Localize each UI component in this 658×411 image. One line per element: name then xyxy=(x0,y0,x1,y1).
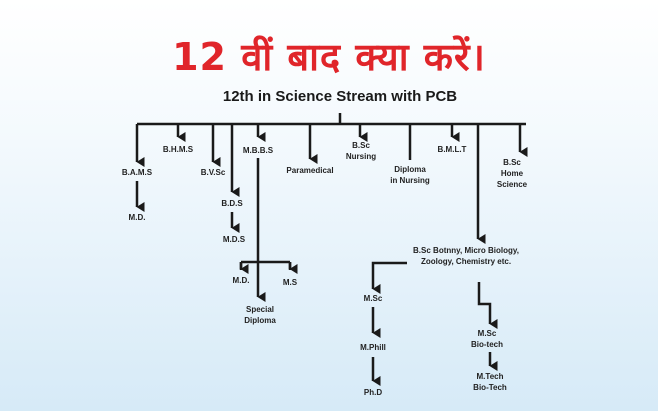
label-line: Diploma xyxy=(394,165,426,174)
label-line: in Nursing xyxy=(390,176,430,185)
node-diploma-nursing: Diploma in Nursing xyxy=(390,164,430,186)
node-bams: B.A.M.S xyxy=(121,168,153,177)
node-bds: B.D.S xyxy=(221,199,243,208)
node-phd: Ph.D xyxy=(363,388,383,397)
label-line: Bio-tech xyxy=(471,340,503,349)
node-mbbs: M.B.B.S xyxy=(242,146,274,155)
label-line: B.Sc xyxy=(352,141,370,150)
label-line: M.Tech xyxy=(476,372,504,381)
label-line: Diploma xyxy=(244,316,276,325)
node-paramedical: Paramedical xyxy=(286,166,334,175)
label-line: Home xyxy=(500,169,524,178)
label-line: Science xyxy=(496,180,528,189)
node-mbbs-md: M.D. xyxy=(232,276,250,285)
node-bvsc: B.V.Sc xyxy=(200,168,226,177)
node-bmlt: B.M.L.T xyxy=(437,145,467,154)
label-line: B.Sc xyxy=(503,158,521,167)
label-line: Bio-Tech xyxy=(473,383,507,392)
node-bsc-science: B.Sc Botnny, Micro Biology, Zoology, Chem… xyxy=(413,245,519,267)
label-line: B.Sc Botnny, Micro Biology, xyxy=(413,246,519,255)
node-bams-md: M.D. xyxy=(128,213,146,222)
label-line: Special xyxy=(245,305,274,314)
node-mds: M.D.S xyxy=(222,235,246,244)
label-line: Nursing xyxy=(345,152,377,161)
page-title: 12 वीं बाद क्या करें। xyxy=(172,35,486,79)
label-line: M.Sc xyxy=(477,329,497,338)
subtitle: 12th in Science Stream with PCB xyxy=(222,88,458,105)
label-line: Zoology, Chemistry etc. xyxy=(420,257,512,266)
node-mphill: M.Phill xyxy=(360,343,386,352)
node-bhms: B.H.M.S xyxy=(162,145,194,154)
node-mbbs-ms: M.S xyxy=(282,278,298,287)
node-msc: M.Sc xyxy=(363,294,383,303)
